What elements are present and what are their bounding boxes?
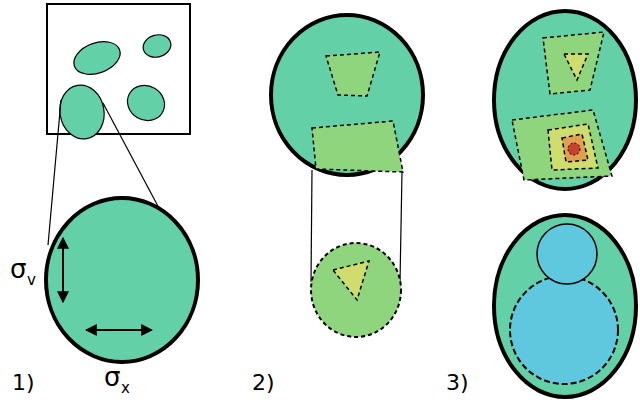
panel-number: 1) <box>12 372 35 394</box>
blob-outline <box>494 215 636 397</box>
core-region <box>562 134 588 162</box>
blob-outline <box>271 15 423 175</box>
subscript: v <box>27 273 36 288</box>
inner-region <box>564 54 588 80</box>
velocity-arrow <box>62 238 64 302</box>
inner-region <box>548 124 598 170</box>
zoom-line <box>48 100 61 245</box>
large-sphere <box>510 276 618 384</box>
panel-number: 3) <box>446 372 469 394</box>
blob <box>141 32 174 60</box>
small-sphere <box>537 224 597 284</box>
blob <box>121 79 171 127</box>
zoomed-blob <box>46 198 198 362</box>
sub-region <box>512 110 612 180</box>
zoomed-region <box>311 243 401 337</box>
zoom-line <box>103 103 160 210</box>
subscript: x <box>121 381 130 396</box>
inner-region <box>333 261 369 300</box>
panel-three <box>494 11 636 397</box>
sub-region <box>543 32 604 94</box>
sub-region <box>312 121 403 172</box>
sigma-symbol: σ <box>10 256 26 282</box>
position-arrow <box>86 329 152 331</box>
blob <box>56 82 109 143</box>
panel-two <box>271 15 423 337</box>
peak-region <box>568 143 580 155</box>
blob-outline <box>494 11 636 189</box>
panel-one <box>46 4 198 362</box>
blob <box>69 36 124 81</box>
zoom-line <box>400 172 402 282</box>
sigma-symbol: σ <box>104 364 120 390</box>
zoom-line <box>311 170 312 282</box>
panel-number: 2) <box>252 372 275 394</box>
sub-region <box>326 52 380 96</box>
